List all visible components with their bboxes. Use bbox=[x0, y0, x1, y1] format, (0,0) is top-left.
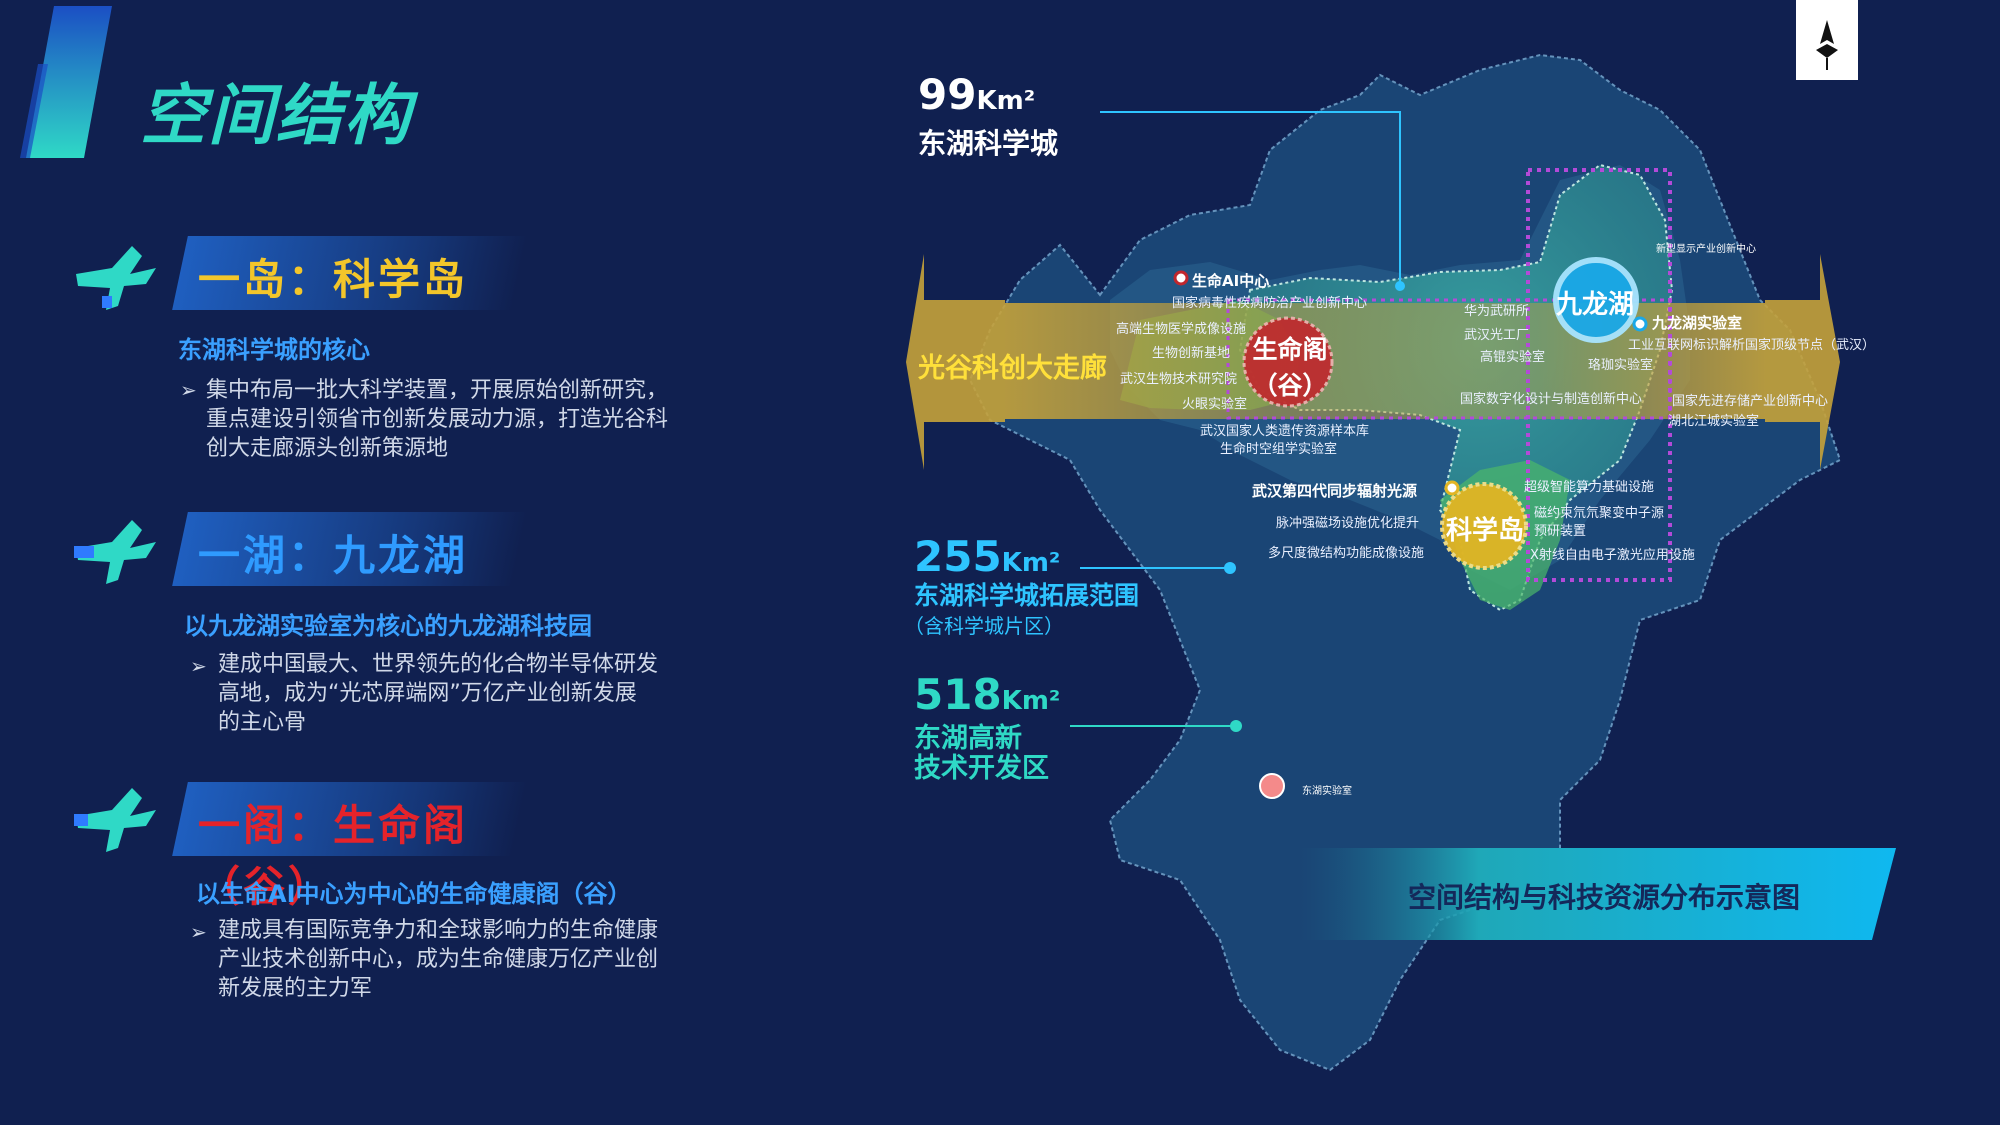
science-island-label: 科学岛 bbox=[1446, 516, 1525, 546]
section3-body: 建成具有国际竞争力和全球影响力的生命健康 产业技术创新中心，成为生命健康万亿产业… bbox=[218, 916, 658, 1003]
island-facility-label: 磁约束氘氘聚变中子源 bbox=[1534, 506, 1665, 521]
map-caption: 空间结构与科技资源分布示意图 bbox=[1408, 881, 1801, 914]
area2-number: 255 bbox=[914, 532, 1002, 581]
life-ai-center-marker-icon bbox=[1173, 270, 1189, 286]
section1-body-line: 重点建设引领省市创新发展动力源，打造光谷科 bbox=[206, 407, 669, 432]
jiulong-lab-label: 九龙湖实验室 bbox=[1652, 314, 1743, 332]
area2-value: 255Km² bbox=[914, 532, 1060, 581]
life-pavilion-hub-icon bbox=[1242, 316, 1334, 408]
area2-name: 东湖科学城拓展范围 bbox=[914, 581, 1140, 610]
lake-facility-label: 工业互联网标识解析国家顶级节点（武汉） bbox=[1628, 338, 1876, 353]
life-facility-label: 国家病毒性疾病防治产业创新中心 bbox=[1172, 296, 1368, 311]
section1-body-line: 集中布局一批大科学装置，开展原始创新研究， bbox=[206, 378, 669, 403]
lake-facility-label: 珞珈实验室 bbox=[1588, 358, 1654, 373]
jiulong-lab-marker-icon bbox=[1632, 316, 1648, 332]
area1-leader-dot bbox=[1395, 281, 1405, 291]
area1-leader-line bbox=[1100, 111, 1401, 286]
section2-heading-text: 一湖：九龙湖 bbox=[198, 531, 469, 580]
life-facility-label: 生物创新基地 bbox=[1152, 346, 1231, 361]
island-facility-label: 脉冲强磁场设施优化提升 bbox=[1276, 516, 1420, 531]
area2-leader-dot bbox=[1224, 562, 1236, 574]
section1-subtitle: 东湖科学城的核心 bbox=[178, 336, 370, 364]
area3-value: 518Km² bbox=[914, 670, 1060, 719]
life-facility-label: 武汉生物技术研究院 bbox=[1120, 372, 1238, 387]
section1-body-line: 创大走廊源头创新策源地 bbox=[206, 436, 449, 461]
section3-heading-text: 一阁：生命阁（谷） bbox=[198, 801, 469, 911]
life-pavilion-label-line2: （谷） bbox=[1252, 371, 1328, 400]
area3-number: 518 bbox=[914, 670, 1002, 719]
center-facility-label: 武汉光工厂 bbox=[1464, 328, 1530, 343]
jiulong-lake-label: 九龙湖 bbox=[1556, 290, 1635, 320]
life-pavilion-label: 生命阁 （谷） bbox=[1252, 330, 1328, 402]
donghu-lab-marker-icon bbox=[1259, 773, 1285, 799]
lake-facility-label: 国家先进存储产业创新中心 bbox=[1672, 394, 1829, 409]
life-facility-label: 高端生物医学成像设施 bbox=[1116, 322, 1247, 337]
center-facility-label: 国家数字化设计与制造创新中心 bbox=[1460, 392, 1643, 407]
corridor-right-arrow bbox=[1765, 254, 1840, 470]
section3-body-line: 新发展的主力军 bbox=[218, 976, 373, 1001]
area2-note: （含科学城片区） bbox=[904, 614, 1064, 638]
donghu-lab-label: 东湖实验室 bbox=[1302, 786, 1352, 797]
section3-body-line: 建成具有国际竞争力和全球影响力的生命健康 bbox=[218, 918, 659, 943]
area3-name-line2: 技术开发区 bbox=[914, 753, 1049, 784]
life-facility-label: 武汉国家人类遗传资源样本库 bbox=[1200, 424, 1370, 439]
synchrotron-label: 武汉第四代同步辐射光源 bbox=[1252, 482, 1418, 500]
life-ai-center-label: 生命AI中心 bbox=[1192, 272, 1270, 290]
area1-name: 东湖科学城 bbox=[918, 127, 1059, 160]
section2-heading: 一湖：九龙湖 bbox=[172, 512, 528, 586]
island-facility-label: 预研装置 bbox=[1534, 524, 1587, 539]
section2-body-line: 建成中国最大、世界领先的化合物半导体研发 bbox=[218, 652, 659, 677]
section3-bird-icon bbox=[74, 788, 156, 852]
island-facility-label: 超级智能算力基础设施 bbox=[1524, 480, 1655, 495]
section3-heading: 一阁：生命阁（谷） bbox=[172, 782, 528, 911]
caption-banner bbox=[1300, 848, 1896, 940]
lake-facility-label: 湖北江城实验室 bbox=[1668, 414, 1760, 429]
area1-unit: Km² bbox=[976, 86, 1036, 116]
center-facility-label: 高锟实验室 bbox=[1480, 350, 1546, 365]
area2-unit: Km² bbox=[1001, 548, 1061, 578]
corridor-label: 光谷科创大走廊 bbox=[918, 353, 1107, 384]
section3-bullet-icon: ➢ bbox=[190, 920, 207, 944]
island-facility-label: 多尺度微结构功能成像设施 bbox=[1268, 546, 1425, 561]
jiulong-lake-boundary-box bbox=[1526, 168, 1672, 582]
island-facility-label: X射线自由电子激光应用设施 bbox=[1530, 548, 1695, 563]
life-facility-label: 火眼实验室 bbox=[1182, 397, 1248, 412]
science-island-hub-icon bbox=[1440, 482, 1528, 570]
section1-bird-icon bbox=[76, 246, 156, 310]
section3-body-line: 产业技术创新中心，成为生命健康万亿产业创 bbox=[218, 947, 659, 972]
title-decoration bbox=[20, 6, 112, 158]
section2-bird-icon bbox=[74, 520, 156, 584]
section1-bullet-icon: ➢ bbox=[180, 378, 197, 402]
area1-value: 99Km² bbox=[918, 70, 1035, 119]
section1-body: 集中布局一批大科学装置，开展原始创新研究， 重点建设引领省市创新发展动力源，打造… bbox=[206, 376, 668, 463]
jiulong-lake-hub-icon bbox=[1553, 257, 1639, 343]
life-facility-label: 生命时空组学实验室 bbox=[1220, 442, 1338, 457]
section1-heading-text: 一岛：科学岛 bbox=[198, 255, 469, 304]
section2-body-line: 的主心骨 bbox=[218, 710, 307, 735]
leaf-logo-icon bbox=[1816, 20, 1838, 70]
section2-body-line: 高地，成为“光芯屏端网”万亿产业创新发展 bbox=[218, 681, 637, 706]
area1-number: 99 bbox=[918, 70, 977, 119]
section2-subtitle: 以九龙湖实验室为核心的九龙湖科技园 bbox=[184, 612, 592, 640]
section2-body: 建成中国最大、世界领先的化合物半导体研发 高地，成为“光芯屏端网”万亿产业创新发… bbox=[218, 650, 658, 737]
life-pavilion-label-line1: 生命阁 bbox=[1252, 335, 1328, 364]
area3-leader-dot bbox=[1230, 720, 1242, 732]
area3-unit: Km² bbox=[1001, 686, 1061, 716]
logo bbox=[1796, 0, 1858, 80]
center-facility-label: 华为武研所 bbox=[1464, 304, 1530, 319]
corridor-left-arrow bbox=[906, 254, 1005, 470]
synchrotron-marker-icon bbox=[1444, 480, 1460, 496]
section3-subtitle: 以生命AI中心为中心的生命健康阁（谷） bbox=[196, 880, 632, 908]
page-title: 空间结构 bbox=[140, 77, 412, 154]
section1-heading: 一岛：科学岛 bbox=[172, 236, 528, 310]
section2-bullet-icon: ➢ bbox=[190, 654, 207, 678]
lake-facility-label: 新型显示产业创新中心 bbox=[1656, 244, 1756, 255]
area3-name-line1: 东湖高新 bbox=[914, 723, 1022, 754]
